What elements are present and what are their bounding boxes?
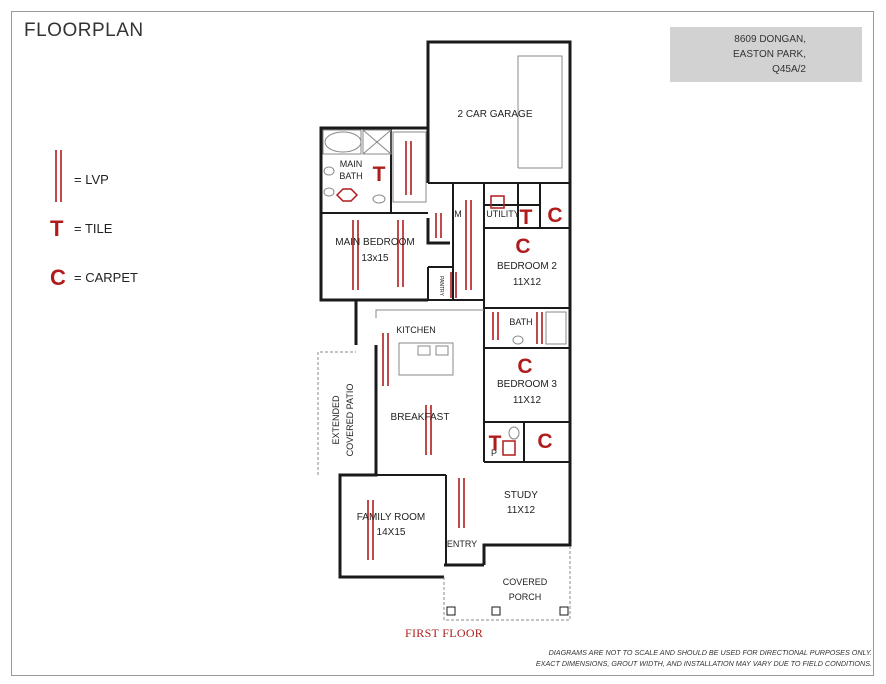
address-line-2: EASTON PARK, [733,49,806,60]
tile-marker-utility: T [520,206,533,229]
disclaimer-line-2: EXACT DIMENSIONS, GROUT WIDTH, AND INSTA… [535,659,872,668]
main-bedroom-size: 13x15 [361,253,389,264]
legend-carpet-label: = CARPET [74,270,138,285]
family-room-size: 14X15 [377,527,406,538]
porch-posts [446,606,569,616]
kitchen-label: KITCHEN [396,325,436,335]
garage-label: 2 CAR GARAGE [457,109,532,120]
fixtures [317,55,571,621]
pantry-label: PANTRY [438,276,444,296]
lvp-icon [55,150,62,202]
mud-label: M [454,209,462,219]
address-line-3: Q45A/2 [772,64,806,75]
carpet-marker-closet: C [547,204,562,227]
carpet-marker-study-closet: C [537,430,552,453]
page-frame [11,11,874,676]
disclaimer: DIAGRAMS ARE NOT TO SCALE AND SHOULD BE … [536,647,872,669]
address-line-1: 8609 DONGAN, [734,34,806,45]
patio-label-1: EXTENDED [331,395,341,445]
bath-label: BATH [509,317,532,327]
porch-label-2: PORCH [509,592,542,602]
breakfast-label: BREAKFAST [391,412,450,423]
porch-label-1: COVERED [503,577,548,587]
main-bedroom-label: MAIN BEDROOM [335,237,414,248]
carpet-icon: C [50,265,66,290]
study-label: STUDY [504,490,538,501]
bedroom-3-label: BEDROOM 3 [497,379,557,390]
study-size: 11X12 [507,505,536,516]
tile-marker-main-bath: T [373,163,386,186]
address-box: 8609 DONGAN, EASTON PARK, Q45A/2 [670,27,862,82]
bedroom-2-label: BEDROOM 2 [497,261,557,272]
legend-tile-label: = TILE [74,221,113,236]
main-bath-label-1: MAIN [340,159,363,169]
patio-label-2: COVERED PATIO [345,384,355,457]
room-labels: 2 CAR GARAGE MAIN BATH MAIN BEDROOM 13x1… [331,109,557,602]
carpet-marker-bedroom-3: C [517,355,532,378]
legend-lvp-label: = LVP [74,172,109,187]
flooring-letter-markers: T T C C C T C [373,163,563,455]
page-title: FLOORPLAN [24,20,144,41]
bedroom-2-size: 11X12 [513,277,542,288]
tile-icon: T [50,216,64,241]
utility-squares [490,195,516,456]
main-bath-label-2: BATH [339,171,362,181]
lvp-markers [352,141,543,560]
powder-label: P [491,448,497,458]
tile-marker-powder: T [489,432,502,455]
disclaimer-line-1: DIAGRAMS ARE NOT TO SCALE AND SHOULD BE … [548,648,872,657]
bedroom-3-size: 11X12 [513,395,542,406]
carpet-marker-bedroom-2: C [515,235,530,258]
interior-walls [321,128,570,565]
family-room-label: FAMILY ROOM [357,512,426,523]
utility-label: UTILITY [486,209,520,219]
floor-caption: FIRST FLOOR [405,626,484,640]
entry-label: ENTRY [447,539,477,549]
